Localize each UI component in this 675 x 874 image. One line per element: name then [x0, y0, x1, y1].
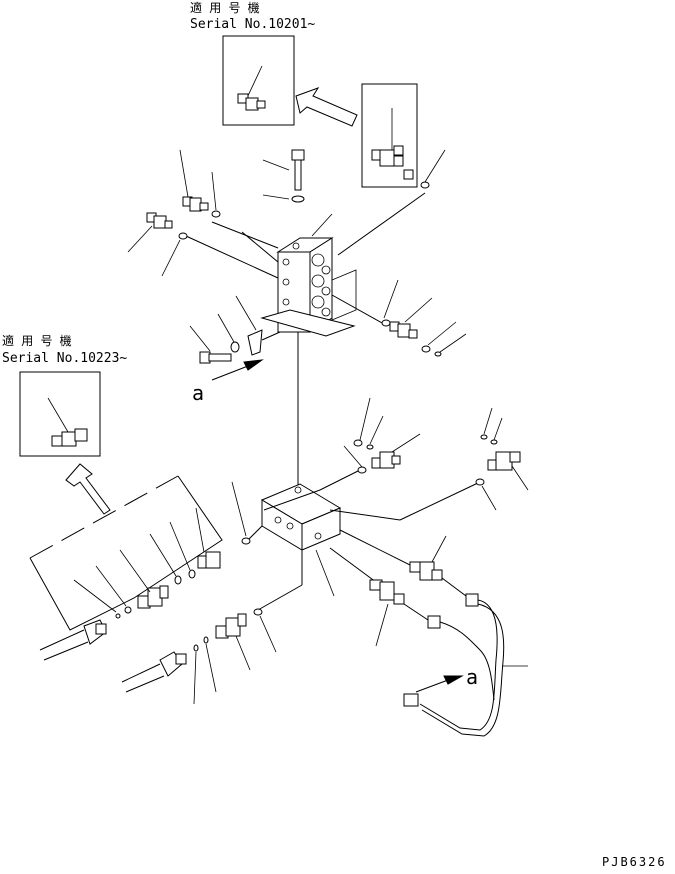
bolt-top [291, 149, 305, 191]
fitting-detail-b [215, 613, 247, 639]
pressure-sensor-b [369, 579, 405, 605]
elbow-fitting-icon [371, 145, 414, 180]
fitting-upper-left-b [146, 212, 173, 229]
applicable-serial-left-jp: 適 用 号 機 [2, 333, 72, 348]
pressure-sensor-a [409, 561, 443, 581]
drawing-code: PJB6326 [602, 855, 667, 869]
hose-a [39, 619, 107, 661]
straight-fitting-icon [51, 428, 88, 447]
valve-block-lower [260, 483, 342, 551]
applicable-serial-left: Serial No.10223~ [2, 351, 127, 366]
fitting-mid-right-a [371, 451, 401, 469]
inset-box-serial-10201 [222, 35, 295, 126]
detail-group-outline [29, 475, 223, 631]
view-arrow-a-lower [415, 675, 464, 693]
applicable-serial-top: Serial No.10201~ [190, 17, 315, 32]
view-label-a-upper: a [192, 381, 204, 405]
view-label-a-lower: a [466, 665, 478, 689]
bolt-with-clamp [199, 329, 263, 364]
fitting-icon [237, 93, 266, 111]
arrow-to-top-inset [295, 87, 358, 127]
arrow-to-left-inset [65, 463, 111, 515]
applicable-serial-top-jp: 適 用 号 機 [190, 0, 260, 15]
valve-block-upper [260, 237, 357, 337]
adapter-fitting [197, 551, 221, 569]
view-arrow-a-upper [211, 359, 264, 381]
fitting-upper-left-a [182, 196, 209, 212]
fitting-detail-a [137, 585, 169, 609]
fitting-upper-right [389, 321, 418, 339]
inset-box-serial-10223 [19, 371, 101, 457]
inset-box-right [361, 83, 418, 188]
hose-b [121, 651, 187, 693]
fitting-mid-right-b [487, 451, 521, 471]
wiring-harness [403, 577, 505, 737]
